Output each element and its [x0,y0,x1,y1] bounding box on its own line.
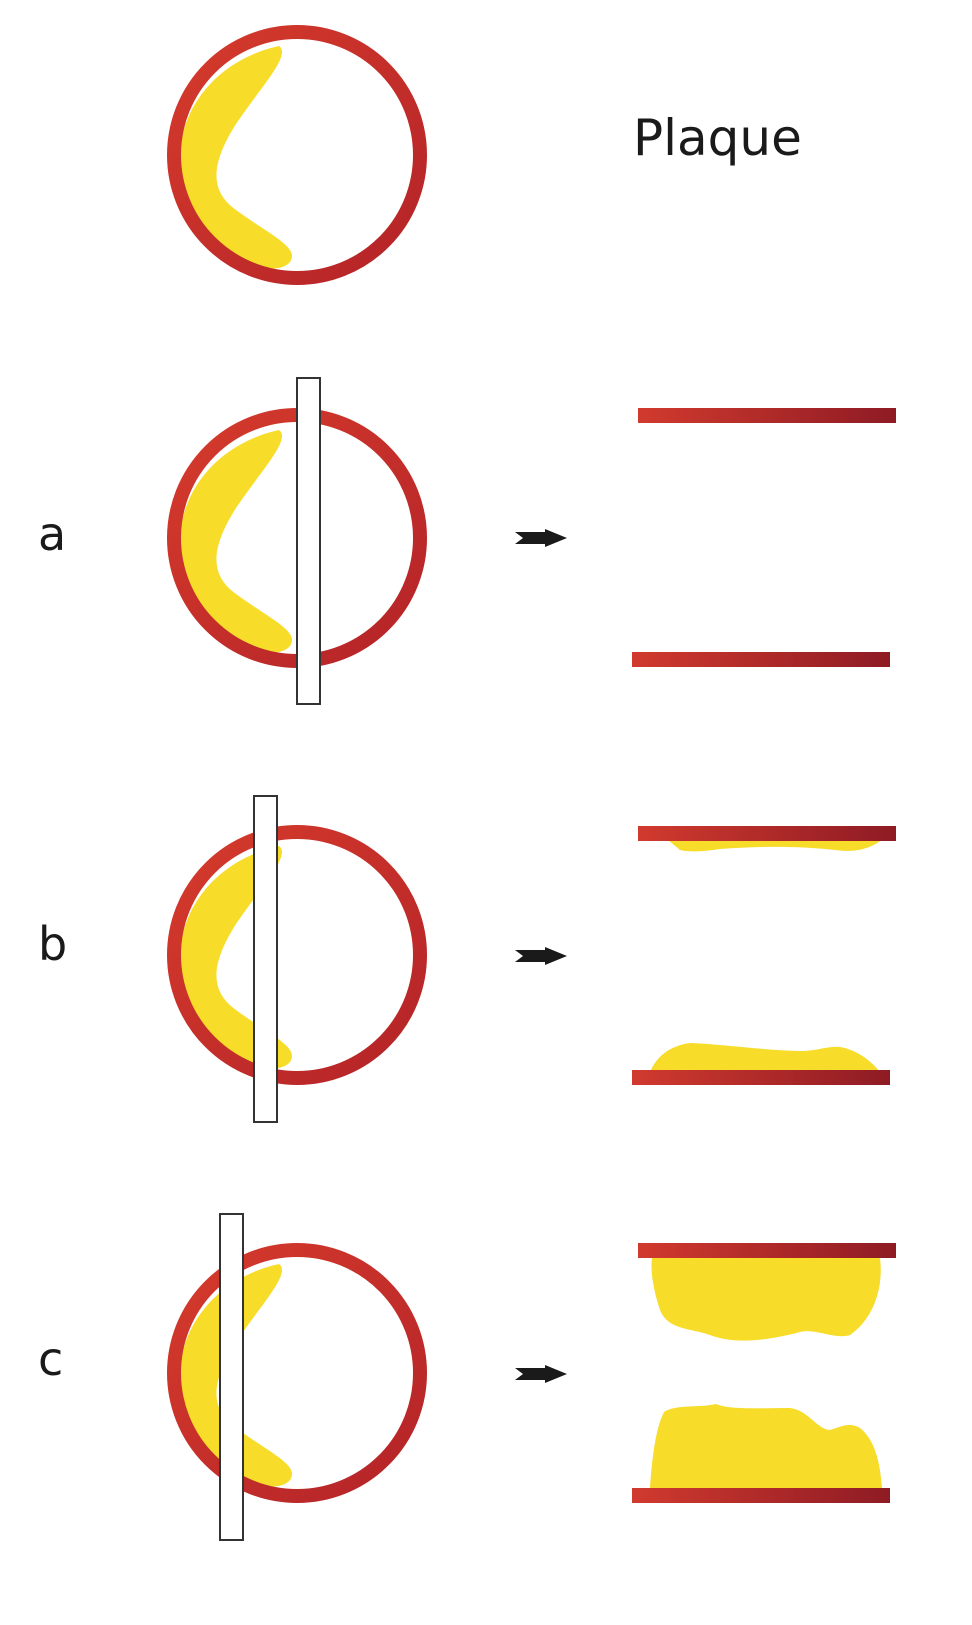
cut-bar [253,795,278,1123]
plaque-deposit [179,846,292,1069]
arrow-b [515,947,567,965]
row-label-b: b [38,917,67,971]
result-b [632,826,896,1085]
plaque-deposit [179,430,292,653]
row-label-a: a [38,507,66,561]
wall-strip-bottom [632,1488,890,1503]
plaque-deposit [179,46,292,269]
plaque-slab-top [651,1258,881,1341]
result-a [632,408,896,667]
wall-strip-bottom [632,1070,890,1085]
plaque-sliver-bottom [650,1043,880,1072]
plaque-sliver-top [668,840,882,852]
vessel-wall [167,1243,427,1503]
result-c [632,1243,896,1503]
vessel-a [167,377,427,705]
wall-strip-bottom [632,652,890,667]
vessel-wall [167,825,427,1085]
arrow-c [515,1365,567,1383]
row-label-c: c [38,1332,63,1386]
arrow-a [515,529,567,547]
vessel-wall [167,25,427,285]
plaque-deposit [179,1264,292,1487]
vessel-c [167,1213,427,1541]
plaque-slab-bottom [650,1404,882,1488]
reference-vessel [167,25,427,285]
vessel-b [167,795,427,1123]
cut-bar [296,377,321,705]
wall-strip-top [638,1243,896,1258]
cut-bar [219,1213,244,1541]
wall-strip-top [638,826,896,841]
wall-strip-top [638,408,896,423]
title-plaque: Plaque [633,109,802,167]
